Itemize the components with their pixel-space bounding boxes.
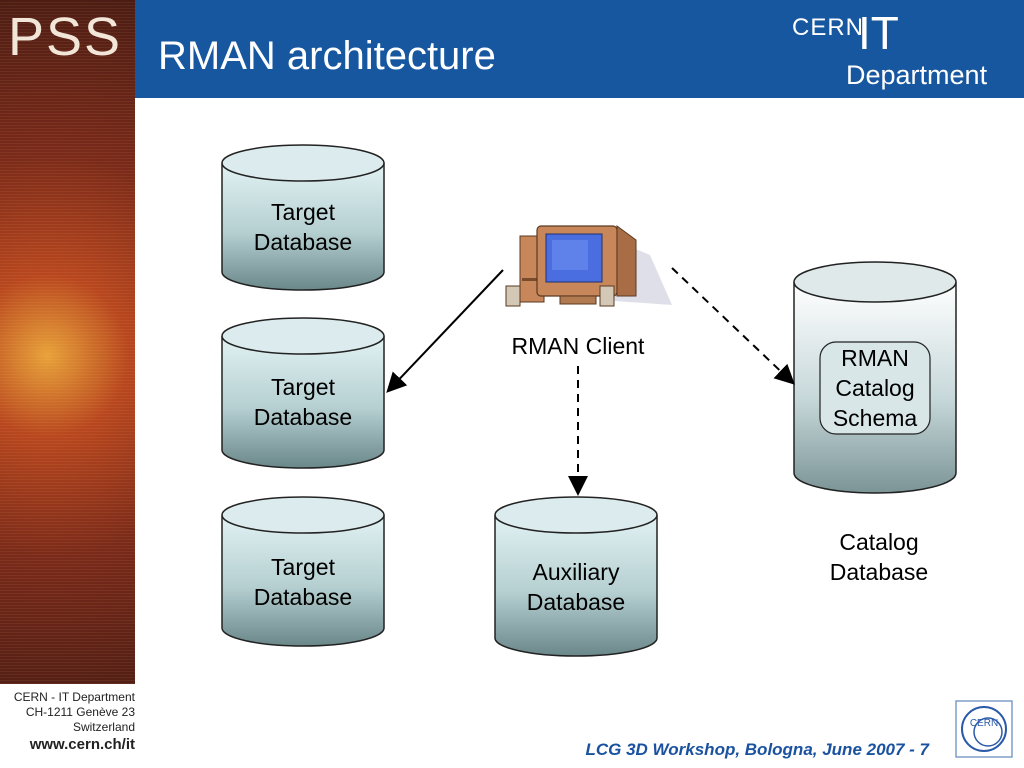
catalog-schema-box [819, 341, 931, 435]
page-title: RMAN architecture [158, 34, 496, 78]
address-line-3: Switzerland [72, 720, 135, 734]
cern-badge-icon: CERN [955, 700, 1013, 758]
arrow-client-to-target [386, 269, 504, 393]
target-db-3-label-line1: Target [271, 554, 336, 580]
cern-logo-text: CERN [792, 14, 865, 41]
cern-it-logo: CERN IT Department [792, 7, 1012, 90]
arrow-client-to-catalog [671, 267, 795, 385]
target-db-2-label-line1: Target [271, 374, 336, 400]
cern-badge-text: CERN [970, 718, 998, 729]
address-line-2: CH-1211 Genève 23 [25, 705, 135, 719]
computer-icon [505, 225, 672, 307]
footer-url: www.cern.ch/it [29, 736, 135, 753]
department-logo-text: Department [846, 60, 988, 90]
target-database-3: Target Database [221, 496, 385, 647]
auxiliary-database: Auxiliary Database [494, 496, 658, 657]
target-db-2-label-line2: Database [254, 404, 352, 430]
catalog-schema-label-line1: RMAN [841, 345, 909, 371]
pss-logo: PSS [8, 7, 123, 67]
address-line-1: CERN - IT Department [13, 690, 135, 704]
footer-address: CERN - IT Department CH-1211 Genève 23 S… [0, 690, 135, 752]
title-banner [135, 0, 1024, 98]
target-database-2: Target Database [221, 317, 385, 469]
auxiliary-db-label-line1: Auxiliary [533, 559, 620, 585]
target-db-3-label-line2: Database [254, 584, 352, 610]
rman-client-label: RMAN Client [512, 333, 646, 359]
catalog-db-label-line1: Catalog [839, 529, 918, 555]
target-db-1-label-line2: Database [254, 229, 352, 255]
it-logo-text: IT [858, 7, 899, 59]
left-brand-strip: PSS [0, 0, 135, 684]
catalog-schema-label-line3: Schema [833, 405, 918, 431]
footer-event-text: LCG 3D Workshop, Bologna, June 2007 - 7 [585, 740, 929, 759]
catalog-database: RMAN Catalog Schema [793, 261, 957, 494]
catalog-db-label-line2: Database [830, 559, 928, 585]
left-strip-texture [0, 0, 135, 684]
target-database-1: Target Database [221, 144, 385, 291]
target-db-1-label-line1: Target [271, 199, 336, 225]
auxiliary-db-label-line2: Database [527, 589, 625, 615]
catalog-schema-label-line2: Catalog [835, 375, 914, 401]
